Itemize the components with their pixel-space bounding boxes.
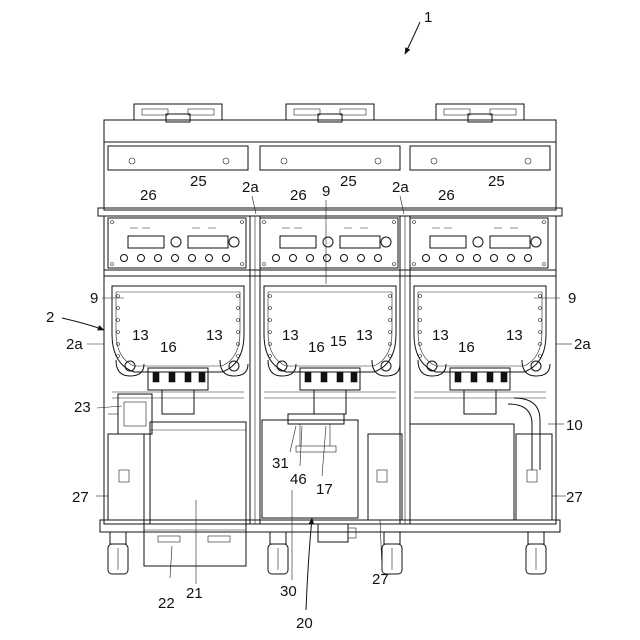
ref-9-middle: 9 — [322, 183, 330, 200]
ref-25-middle: 25 — [340, 173, 357, 190]
ref-2a-side-left: 2a — [66, 336, 83, 353]
ref-26-right: 26 — [438, 187, 455, 204]
display-26 — [128, 236, 164, 248]
control-box-27-left — [108, 434, 144, 520]
ref-20: 20 — [296, 615, 313, 632]
ref-2a-side-right: 2a — [574, 336, 591, 353]
ref-13-d: 13 — [356, 327, 373, 344]
lid-handle — [134, 104, 222, 122]
oil-pan-22 — [144, 520, 246, 566]
ref-27-middle: 27 — [372, 571, 389, 588]
display-25 — [340, 236, 380, 248]
leader-lines — [62, 22, 572, 610]
ref-13-b: 13 — [206, 327, 223, 344]
frying-vat — [112, 286, 248, 414]
lid-handle — [436, 104, 524, 122]
ref-27-left: 27 — [72, 489, 89, 506]
ref-17: 17 — [316, 481, 333, 498]
ref-25-left: 25 — [190, 173, 207, 190]
ref-46: 46 — [290, 471, 307, 488]
ref-13-a: 13 — [132, 327, 149, 344]
caster-wheel — [526, 532, 546, 574]
lower-section — [108, 394, 552, 566]
caster-wheel — [382, 532, 402, 574]
ref-16-middle: 16 — [308, 339, 325, 356]
ref-16-right: 16 — [458, 339, 475, 356]
ref-1: 1 — [424, 9, 432, 26]
ref-30: 30 — [280, 583, 297, 600]
ref-31: 31 — [272, 455, 289, 472]
frying-vats — [112, 286, 550, 414]
ref-9-left: 9 — [90, 290, 98, 307]
ref-2: 2 — [46, 309, 54, 326]
casters — [108, 532, 546, 574]
ref-15: 15 — [330, 333, 347, 350]
ref-10: 10 — [566, 417, 583, 434]
control-panel — [410, 218, 548, 268]
filter-unit-21 — [150, 422, 246, 524]
ref-27-right: 27 — [566, 489, 583, 506]
ref-13-e: 13 — [432, 327, 449, 344]
control-panel — [108, 218, 246, 268]
caster-wheel — [108, 532, 128, 574]
display-25 — [188, 236, 228, 248]
control-box-27-middle — [368, 434, 402, 520]
top-handles — [134, 104, 524, 122]
lid-panels — [108, 146, 550, 170]
frying-vat — [414, 286, 550, 414]
ref-2a-top-left: 2a — [242, 179, 259, 196]
ref-16-left: 16 — [160, 339, 177, 356]
control-box-27-right — [516, 434, 552, 520]
caster-wheel — [268, 532, 288, 574]
ref-23: 23 — [74, 399, 91, 416]
ref-9-right: 9 — [568, 290, 576, 307]
lid-handle — [286, 104, 374, 122]
ref-2a-top-right: 2a — [392, 179, 409, 196]
ref-13-f: 13 — [506, 327, 523, 344]
frying-vat — [264, 286, 400, 414]
ref-26-left: 26 — [140, 187, 157, 204]
control-panel — [260, 218, 398, 268]
display-26 — [430, 236, 466, 248]
top-hood — [98, 120, 562, 216]
ref-13-c: 13 — [282, 327, 299, 344]
ref-26-middle: 26 — [290, 187, 307, 204]
cabinet-frame — [104, 216, 556, 524]
ref-25-right: 25 — [488, 173, 505, 190]
display-26 — [280, 236, 316, 248]
display-25 — [490, 236, 530, 248]
reference-labels: 1 2 2a 2a 2a 2a 9 9 9 10 13 13 13 13 13 … — [46, 9, 591, 632]
ref-22: 22 — [158, 595, 175, 612]
control-panels — [108, 218, 548, 268]
ref-21: 21 — [186, 585, 203, 602]
